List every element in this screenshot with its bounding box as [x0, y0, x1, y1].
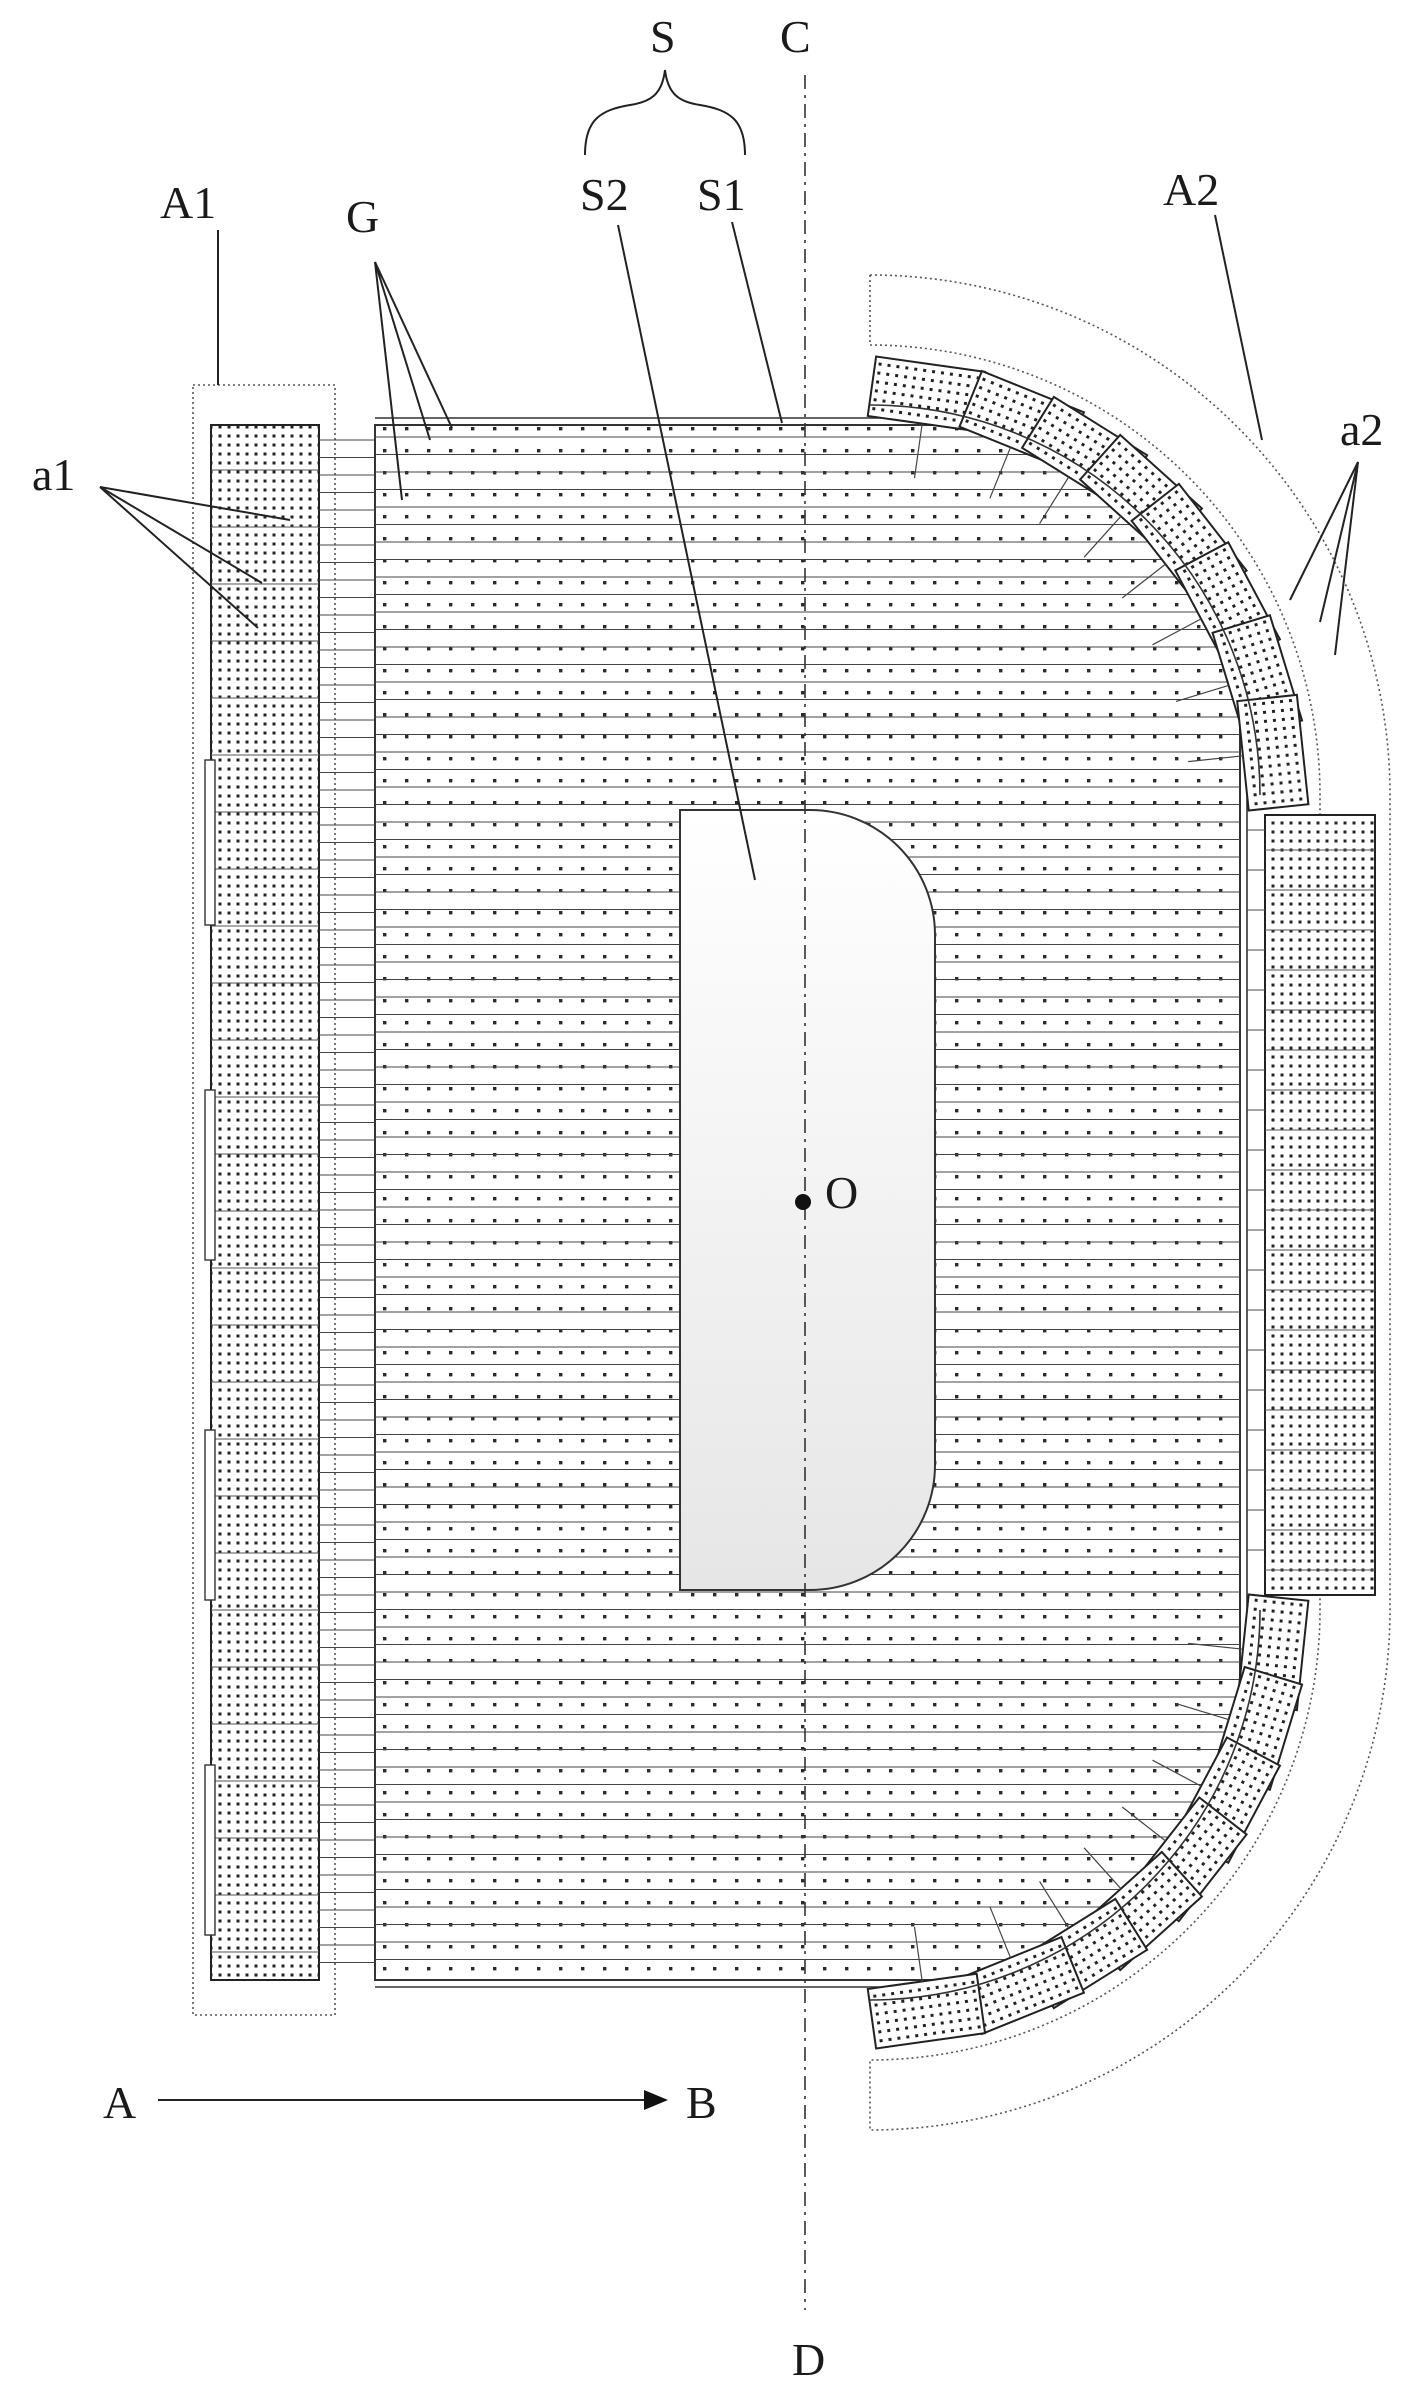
leader-a2	[1214, 214, 1263, 441]
a2-pad-trace	[1188, 755, 1243, 763]
leader-a2-1	[1289, 461, 1359, 601]
label-a2-pads: a2	[1340, 404, 1383, 455]
center-point-o	[795, 1194, 811, 1210]
a2-arc-wiring	[869, 404, 1261, 796]
a2-arc-wiring	[869, 1609, 1261, 2001]
a2-pad-trace	[1152, 1759, 1202, 1787]
a2-pad-trace	[1175, 1703, 1229, 1721]
leader-g-3	[374, 261, 403, 501]
a1-pad-notch	[204, 1429, 216, 1601]
label-s: S	[650, 11, 676, 62]
label-a1-pads: a1	[32, 449, 75, 500]
a2-pad-trace	[1188, 1642, 1243, 1650]
leader-g-2	[374, 261, 431, 441]
label-d: D	[792, 2334, 825, 2385]
leader-a1-2	[99, 486, 263, 584]
label-o: O	[825, 1167, 858, 1218]
a2-pad-group	[866, 355, 1310, 2050]
a2-pad	[866, 1972, 987, 2050]
label-a: A	[103, 2077, 136, 2128]
a2-pad-trace	[913, 1926, 923, 1982]
a2-pad-trace	[1083, 1847, 1122, 1890]
label-b: B	[686, 2077, 717, 2128]
label-s1: S1	[697, 169, 746, 220]
a2-pad-trace	[913, 423, 923, 479]
a2-pad-trace	[989, 447, 1012, 499]
a2-pad-trace	[1175, 684, 1229, 702]
leader-a1-1	[99, 486, 291, 521]
a1-pad-column	[204, 424, 320, 1981]
label-a2-region: A2	[1163, 164, 1219, 215]
a2-pad-trace	[1121, 1806, 1166, 1842]
a2-pad-trace	[1039, 476, 1070, 524]
a2-pad-trace	[1039, 1881, 1070, 1929]
leader-a2-2	[1334, 461, 1359, 656]
leader-g-1	[374, 261, 453, 429]
a2-pad-trace	[989, 1906, 1012, 1958]
leader-a1-3	[99, 486, 259, 629]
s-brace	[584, 69, 746, 156]
direction-arrow-ab	[158, 2090, 668, 2110]
a1-pad-notch	[204, 759, 216, 926]
label-s2: S2	[580, 169, 629, 220]
a2-pad	[1236, 693, 1310, 812]
a1-pad-notch	[204, 1089, 216, 1261]
label-g: G	[346, 191, 379, 242]
a2-pad-column	[1247, 814, 1376, 1596]
a1-pad-notch	[204, 1764, 216, 1936]
a2-pad-trace	[1083, 515, 1122, 558]
leader-s2	[617, 224, 756, 881]
a1-fanout-lines	[319, 439, 375, 1963]
leader-s1	[731, 221, 783, 424]
a2-pad-trace	[1121, 563, 1166, 599]
label-c: C	[780, 11, 811, 62]
region-a1-boundary	[192, 384, 336, 2016]
label-a1-region: A1	[160, 177, 216, 228]
a2-pad-trace	[1152, 618, 1202, 646]
leader-a2-3	[1319, 461, 1359, 623]
